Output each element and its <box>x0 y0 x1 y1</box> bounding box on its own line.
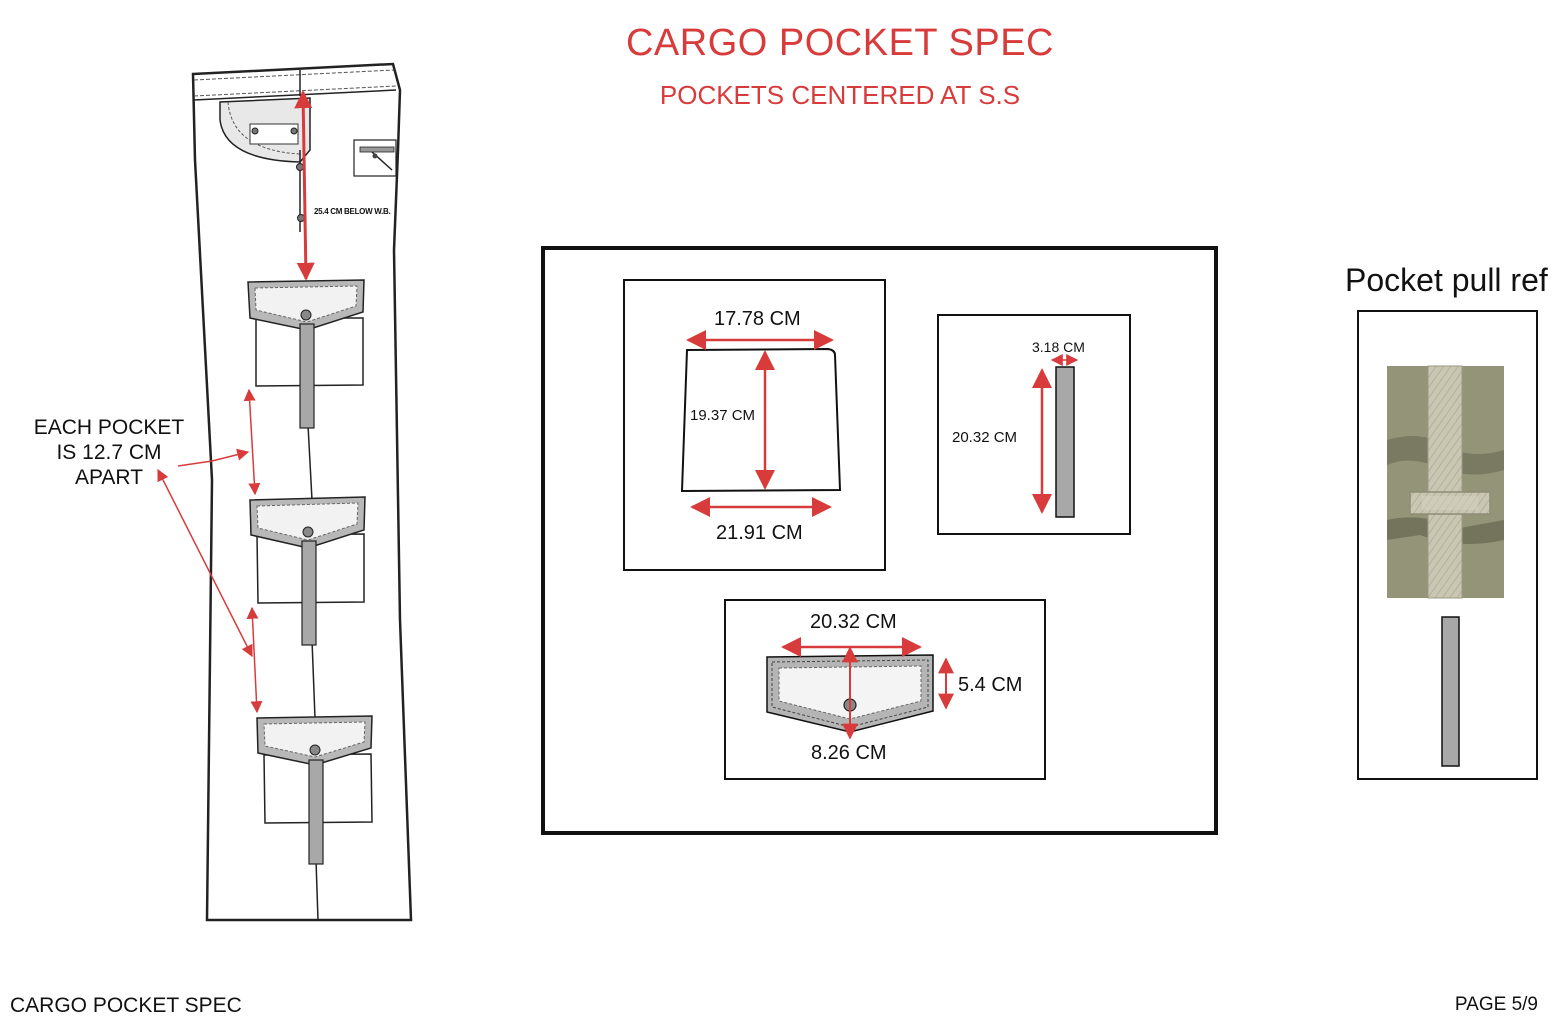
pull-length-label: 20.32 CM <box>952 429 1018 446</box>
pocket-spacing-note: EACH POCKET IS 12.7 CM APART <box>33 416 185 489</box>
reference-pull-shape <box>1441 616 1460 767</box>
reference-title: Pocket pull ref <box>1345 262 1548 298</box>
cargo-pocket-3 <box>256 715 373 865</box>
page-title: CARGO POCKET SPEC <box>625 22 1054 64</box>
cargo-pocket-2 <box>249 496 366 646</box>
waistband-to-pocket-dimension <box>294 90 315 281</box>
flap-center-height-label: 8.26 CM <box>811 742 887 764</box>
flap-side-height-label: 5.4 CM <box>958 674 1023 696</box>
pull-width-label: 3.18 CM <box>1032 339 1085 355</box>
coin-pocket <box>249 123 299 145</box>
pants-flat-sketch <box>157 62 413 922</box>
pocket-pull-reference-photo <box>1387 365 1504 599</box>
page-subtitle: POCKETS CENTERED AT S.S <box>659 80 1021 110</box>
spec-panel <box>541 246 1218 835</box>
pocket-spacing-dimension-1 <box>243 388 261 496</box>
pocket-bottom-width-label: 21.91 CM <box>716 522 803 544</box>
pocket-top-width-label: 17.78 CM <box>714 308 801 330</box>
page-number: PAGE 5/9 <box>1454 994 1538 1015</box>
pocket-height-label: 19.37 CM <box>690 407 756 424</box>
pocket-spacing-dimension-2 <box>246 606 263 714</box>
footer-doc-title: CARGO POCKET SPEC <box>10 994 242 1017</box>
pocket-pull-shape <box>1055 366 1075 518</box>
waistband-distance-label: 25.4 CM BELOW W.B. <box>314 207 391 216</box>
flap-width-label: 20.32 CM <box>810 611 897 633</box>
cargo-pocket-1 <box>247 279 365 429</box>
